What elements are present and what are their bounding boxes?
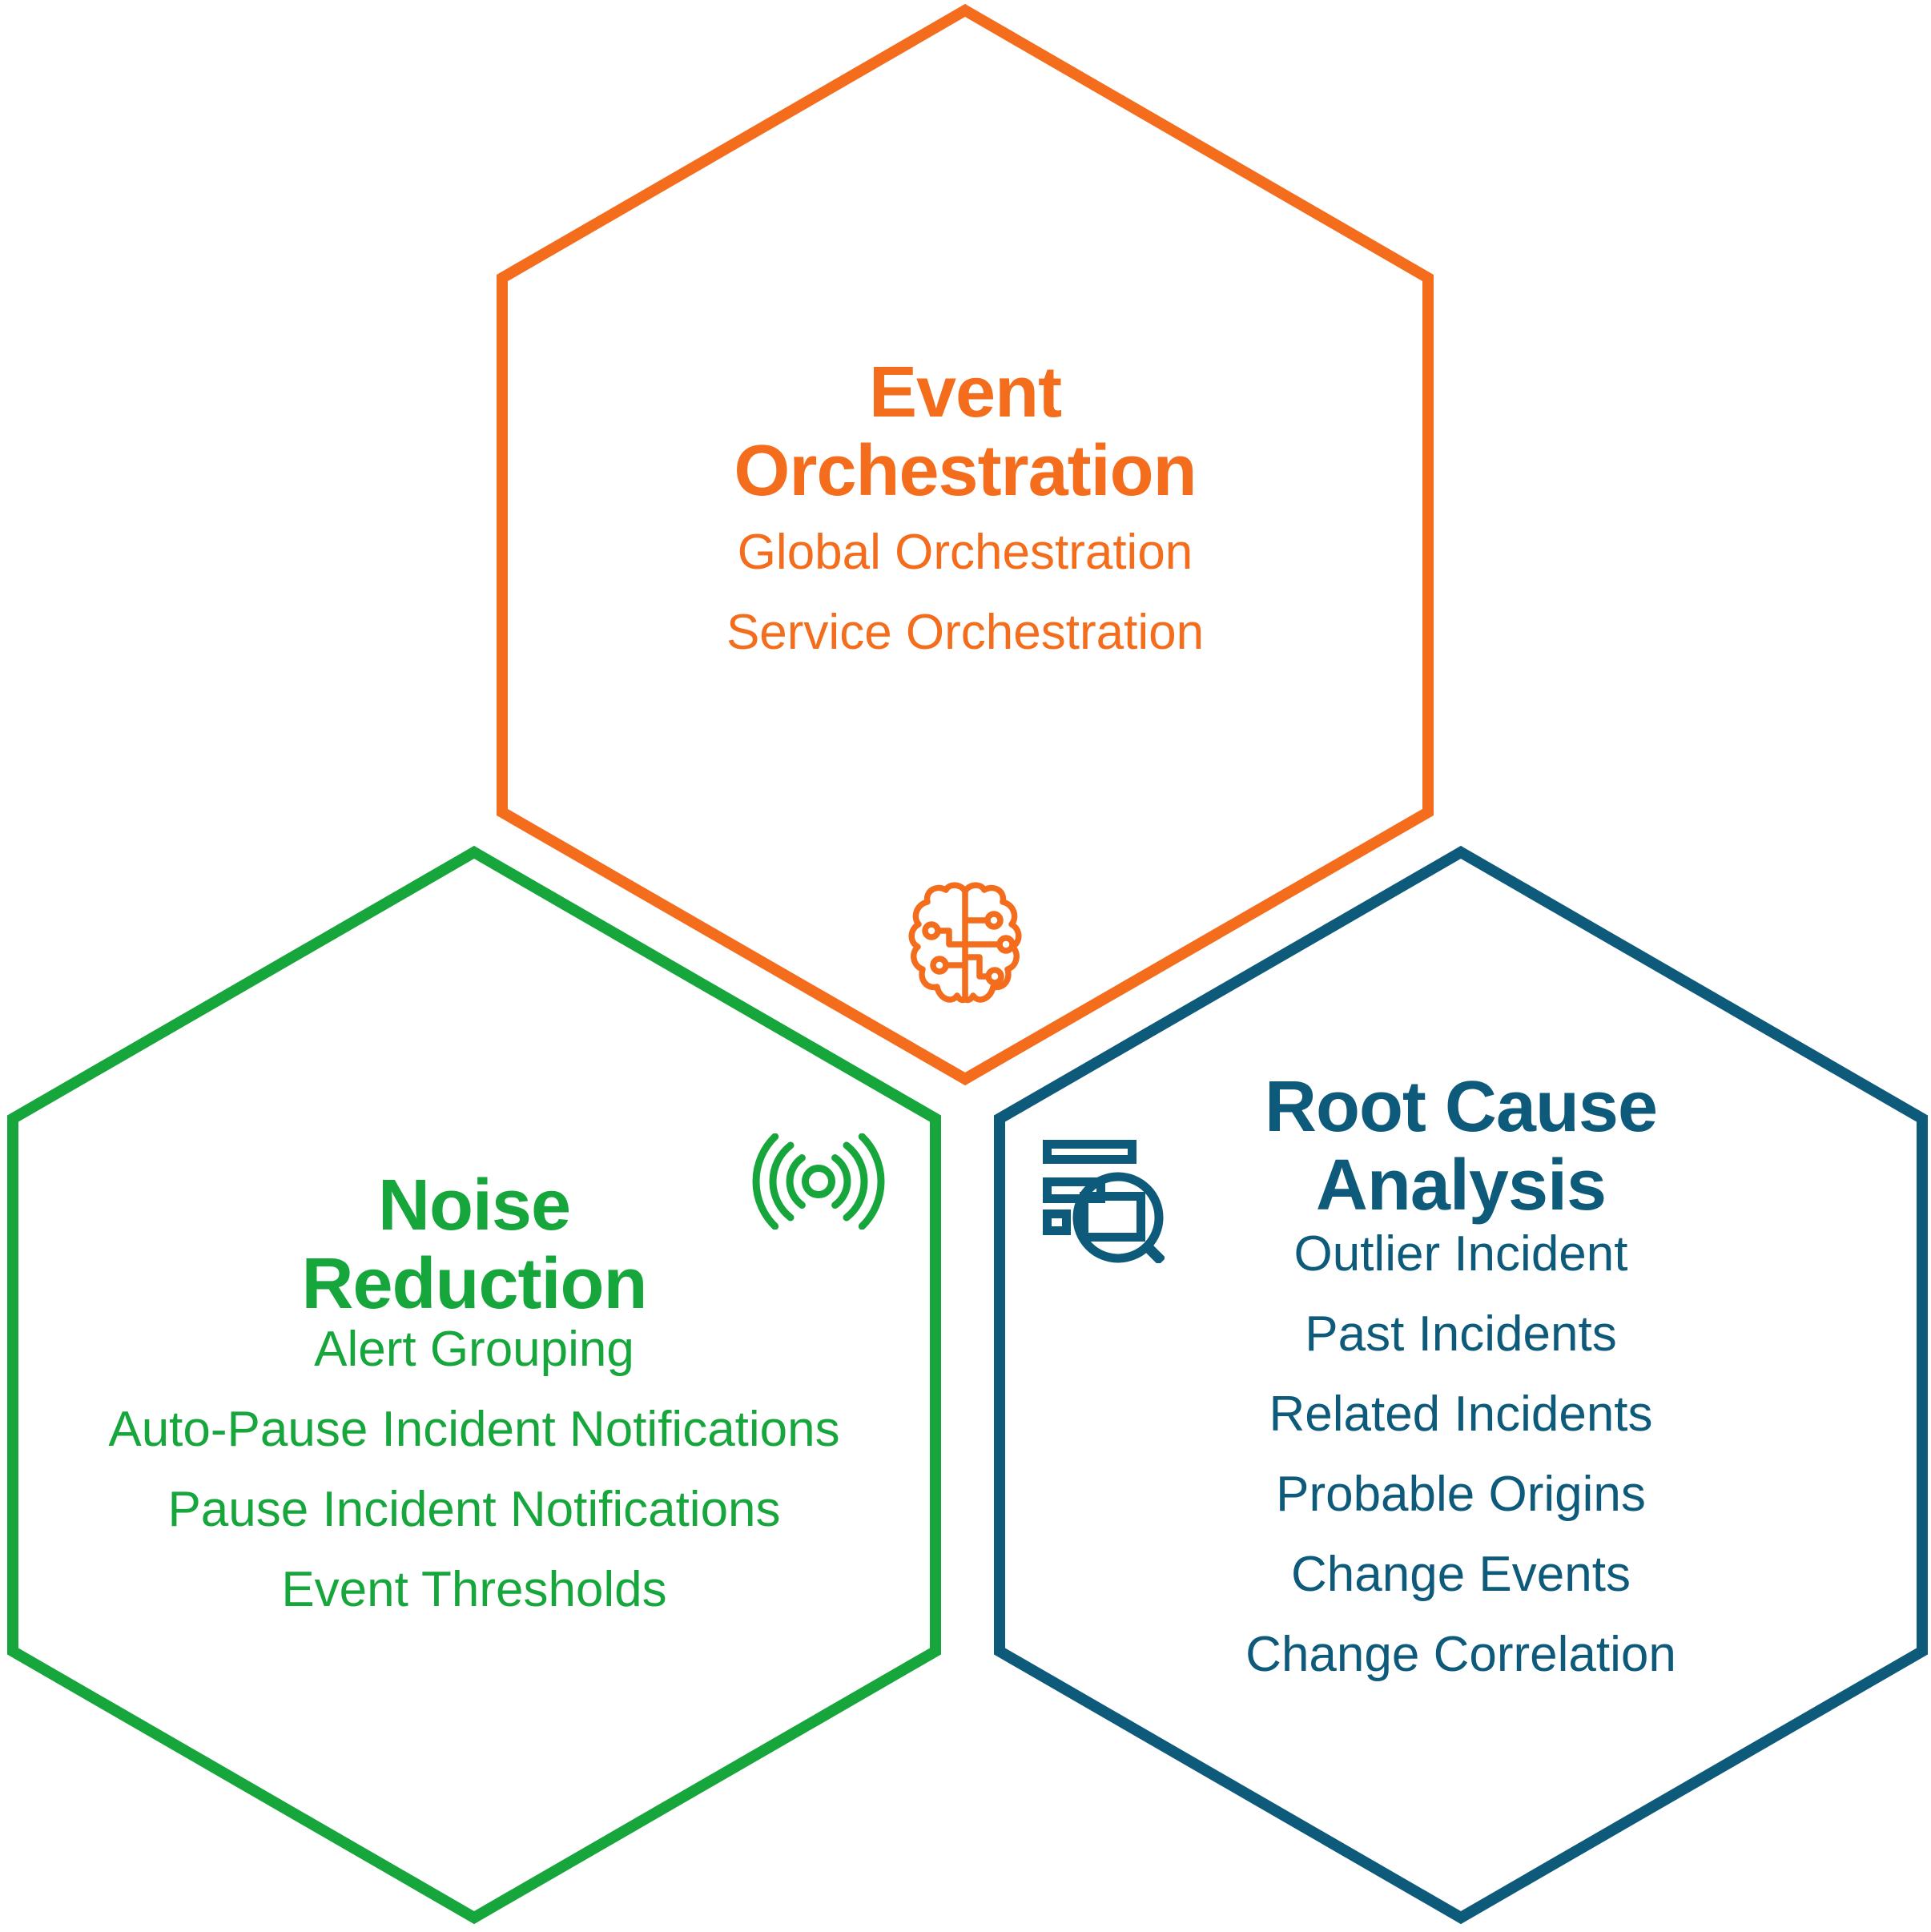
list-item: Event Thresholds: [281, 1562, 667, 1617]
brain-circuit-icon: [908, 882, 1022, 1004]
list-item: Past Incidents: [1305, 1306, 1617, 1362]
noise-reduction-title-line1: Noise: [377, 1165, 571, 1246]
list-item: Related Incidents: [1269, 1387, 1653, 1442]
list-item: Probable Origins: [1276, 1467, 1646, 1522]
list-item: Alert Grouping: [314, 1322, 634, 1377]
list-item: Change Correlation: [1245, 1627, 1676, 1682]
event-orchestration-title: Event Orchestration: [581, 353, 1350, 510]
root-cause-analysis-title-line2: Analysis: [1315, 1145, 1607, 1226]
root-cause-analysis-hexagon: [994, 845, 1928, 1925]
noise-reduction-title: Noise Reduction: [26, 1166, 923, 1323]
database-search-icon: [1043, 1140, 1165, 1263]
root-cause-analysis-items: Outlier Incident Past Incidents Related …: [1012, 1214, 1909, 1695]
noise-reduction-items: Alert Grouping Auto-Pause Incident Notif…: [10, 1310, 939, 1630]
list-item: Auto-Pause Incident Notifications: [108, 1402, 840, 1457]
event-orchestration-items: Global Orchestration Service Orchestrati…: [581, 513, 1350, 673]
root-cause-analysis-title: Root Cause Analysis: [1012, 1068, 1909, 1225]
signal-waves-icon: [752, 1133, 885, 1230]
noise-reduction-title-line2: Reduction: [301, 1244, 648, 1324]
event-orchestration-title-line2: Orchestration: [734, 431, 1197, 511]
list-item: Pause Incident Notifications: [167, 1482, 781, 1537]
event-orchestration-title-line1: Event: [868, 352, 1062, 433]
list-item: Change Events: [1291, 1547, 1631, 1602]
noise-reduction-hexagon: [7, 845, 941, 1925]
list-item: Global Orchestration: [737, 525, 1193, 580]
list-item: Service Orchestration: [726, 605, 1205, 660]
list-item: Outlier Incident: [1293, 1226, 1628, 1282]
root-cause-analysis-title-line1: Root Cause: [1264, 1067, 1658, 1147]
event-orchestration-hexagon: [497, 3, 1434, 1086]
